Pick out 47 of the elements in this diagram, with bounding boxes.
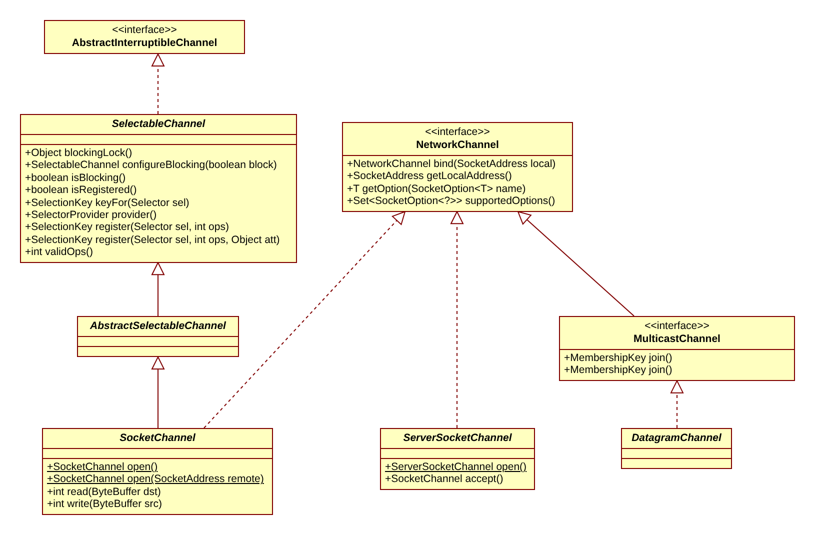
method-signature: +SelectableChannel configureBlocking(boolean block)	[25, 159, 278, 172]
method-signature: +Object blockingLock()	[25, 147, 134, 160]
method-signature: +SocketChannel accept()	[385, 473, 504, 486]
class-box	[621, 428, 732, 469]
method-signature: +SocketChannel open(SocketAddress remote)	[47, 473, 265, 486]
method-signature: +T getOption(SocketOption<T> name)	[347, 182, 527, 196]
realization-arrow	[450, 211, 464, 428]
method-signature: +ServerSocketChannel open()	[385, 461, 528, 474]
class-box	[380, 428, 535, 490]
realization-arrow	[204, 211, 406, 428]
method-signature: +SocketAddress getLocalAddress()	[347, 170, 513, 183]
class-name: AbstractInterruptibleChannel	[70, 37, 218, 50]
class-box	[342, 122, 573, 212]
method-signature: +Set<SocketOption<?>> supportedOptions()	[347, 195, 556, 208]
method-signature: +int read(ByteBuffer dst)	[47, 486, 162, 498]
class-box	[20, 114, 297, 263]
method-signature: +SelectionKey register(Selector sel, int ops)	[25, 221, 230, 234]
method-signature: +MembershipKey join()	[564, 364, 674, 377]
stereotype-label: <<interface>>	[424, 126, 491, 139]
generalization-arrow	[152, 356, 164, 428]
class-box	[44, 20, 245, 54]
method-signature: +int write(ByteBuffer src)	[47, 498, 164, 511]
class-box	[42, 428, 273, 515]
class-name: SocketChannel	[118, 432, 196, 445]
stereotype-label: <<interface>>	[111, 24, 178, 37]
method-signature: +SelectorProvider provider()	[25, 209, 158, 222]
method-signature: +SelectionKey register(Selector sel, int ops, Object att)	[25, 234, 281, 246]
generalization-arrow	[152, 262, 164, 316]
method-signature: +SocketChannel open()	[47, 461, 159, 474]
method-signature: +int validOps()	[25, 246, 94, 259]
class-name: DatagramChannel	[630, 432, 722, 445]
class-box	[77, 316, 239, 357]
method-signature: +boolean isBlocking()	[25, 172, 127, 184]
realization-arrow	[670, 380, 684, 428]
realization-arrow	[152, 54, 164, 114]
method-signature: +SelectionKey keyFor(Selector sel)	[25, 196, 190, 210]
class-name: AbstractSelectableChannel	[89, 320, 227, 333]
class-box	[559, 316, 795, 381]
generalization-arrow	[518, 211, 634, 316]
class-name: NetworkChannel	[415, 139, 500, 152]
class-name: ServerSocketChannel	[402, 432, 513, 445]
class-name: SelectableChannel	[110, 118, 206, 131]
method-signature: +boolean isRegistered()	[25, 184, 138, 197]
method-signature: +NetworkChannel bind(SocketAddress local)	[347, 158, 557, 170]
class-name: MulticastChannel	[632, 333, 722, 346]
stereotype-label: <<interface>>	[644, 320, 710, 333]
method-signature: +MembershipKey join()	[564, 352, 674, 364]
